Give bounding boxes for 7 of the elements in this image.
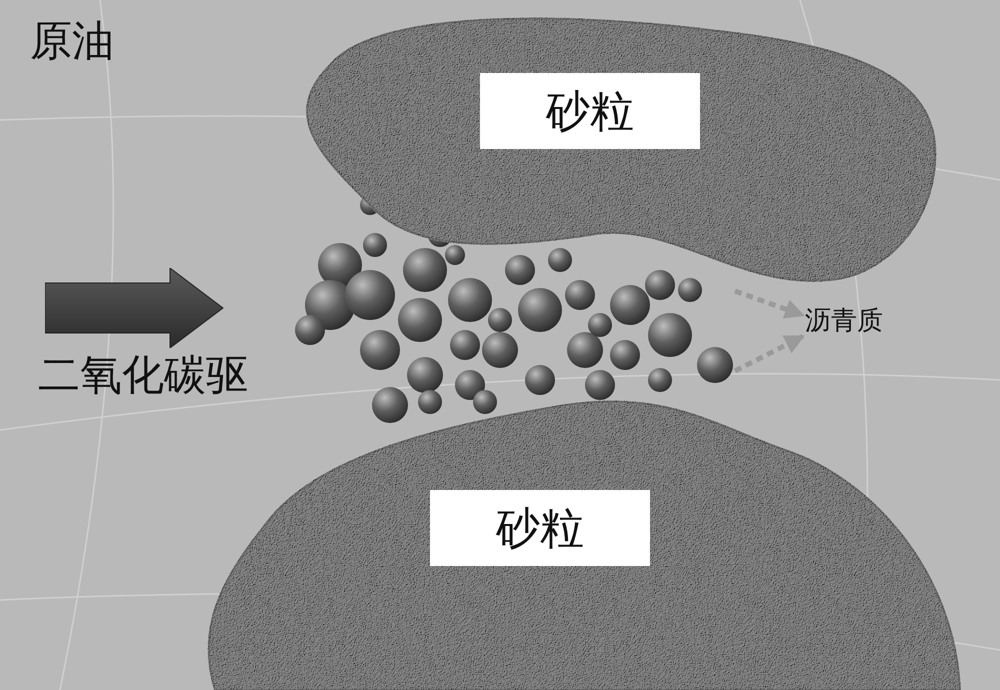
dashed-arrow [734,288,805,319]
dashed-arrow [734,334,805,374]
text-label: 二氧化碳驱 [38,352,248,398]
grain-label: 砂粒 [480,73,700,149]
text-label: 原油 [30,18,114,64]
grain-label: 砂粒 [430,490,650,566]
node-label: 沥青质 [805,305,883,338]
